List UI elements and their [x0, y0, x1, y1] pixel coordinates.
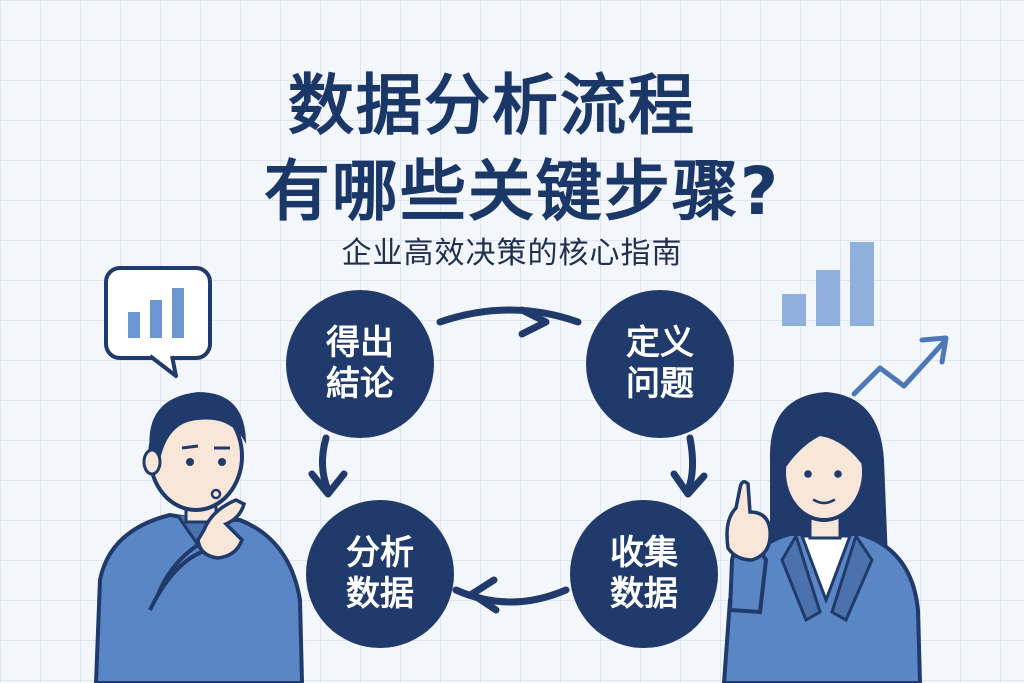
step-label-line-1: 收集	[610, 533, 678, 574]
page-title-line-1: 数据分析流程	[288, 67, 696, 144]
bar-chart-icon	[782, 242, 874, 326]
arrow-conclusion-to-analyze	[319, 434, 332, 494]
pointing-woman	[721, 392, 923, 683]
arrow-conclusion-to-define-head	[518, 306, 550, 338]
page-subtitle: 企业高效决策的核心指南	[341, 236, 683, 271]
step-node-conclusion: 得出 結论	[286, 290, 434, 438]
step-node-collect-data: 收集 数据	[570, 500, 718, 648]
step-node-define-problem: 定义 问题	[586, 290, 734, 438]
step-label-line-1: 得出	[326, 323, 394, 364]
step-node-analyze-data: 分析 数据	[306, 500, 454, 648]
speech-bubble-chart-icon	[104, 266, 212, 378]
step-label-line-1: 分析	[346, 533, 414, 574]
step-label-line-2: 数据	[610, 574, 678, 614]
arrow-define-to-collect	[684, 434, 697, 494]
trend-arrow-icon	[851, 335, 949, 397]
thinking-man	[93, 392, 305, 683]
arrow-collect-to-analyze	[452, 586, 570, 606]
page-title-line-2: 有哪些关键步骤?	[263, 153, 781, 230]
step-label-line-2: 数据	[346, 574, 414, 614]
step-label-line-2: 結论	[326, 364, 394, 404]
arrow-define-to-collect-head	[670, 470, 708, 498]
arrow-conclusion-to-define	[436, 306, 582, 326]
step-label-line-1: 定义	[626, 323, 694, 364]
arrow-collect-to-analyze-head	[468, 576, 500, 614]
arrow-conclusion-to-analyze-head	[308, 470, 348, 498]
step-label-line-2: 问题	[626, 364, 694, 404]
